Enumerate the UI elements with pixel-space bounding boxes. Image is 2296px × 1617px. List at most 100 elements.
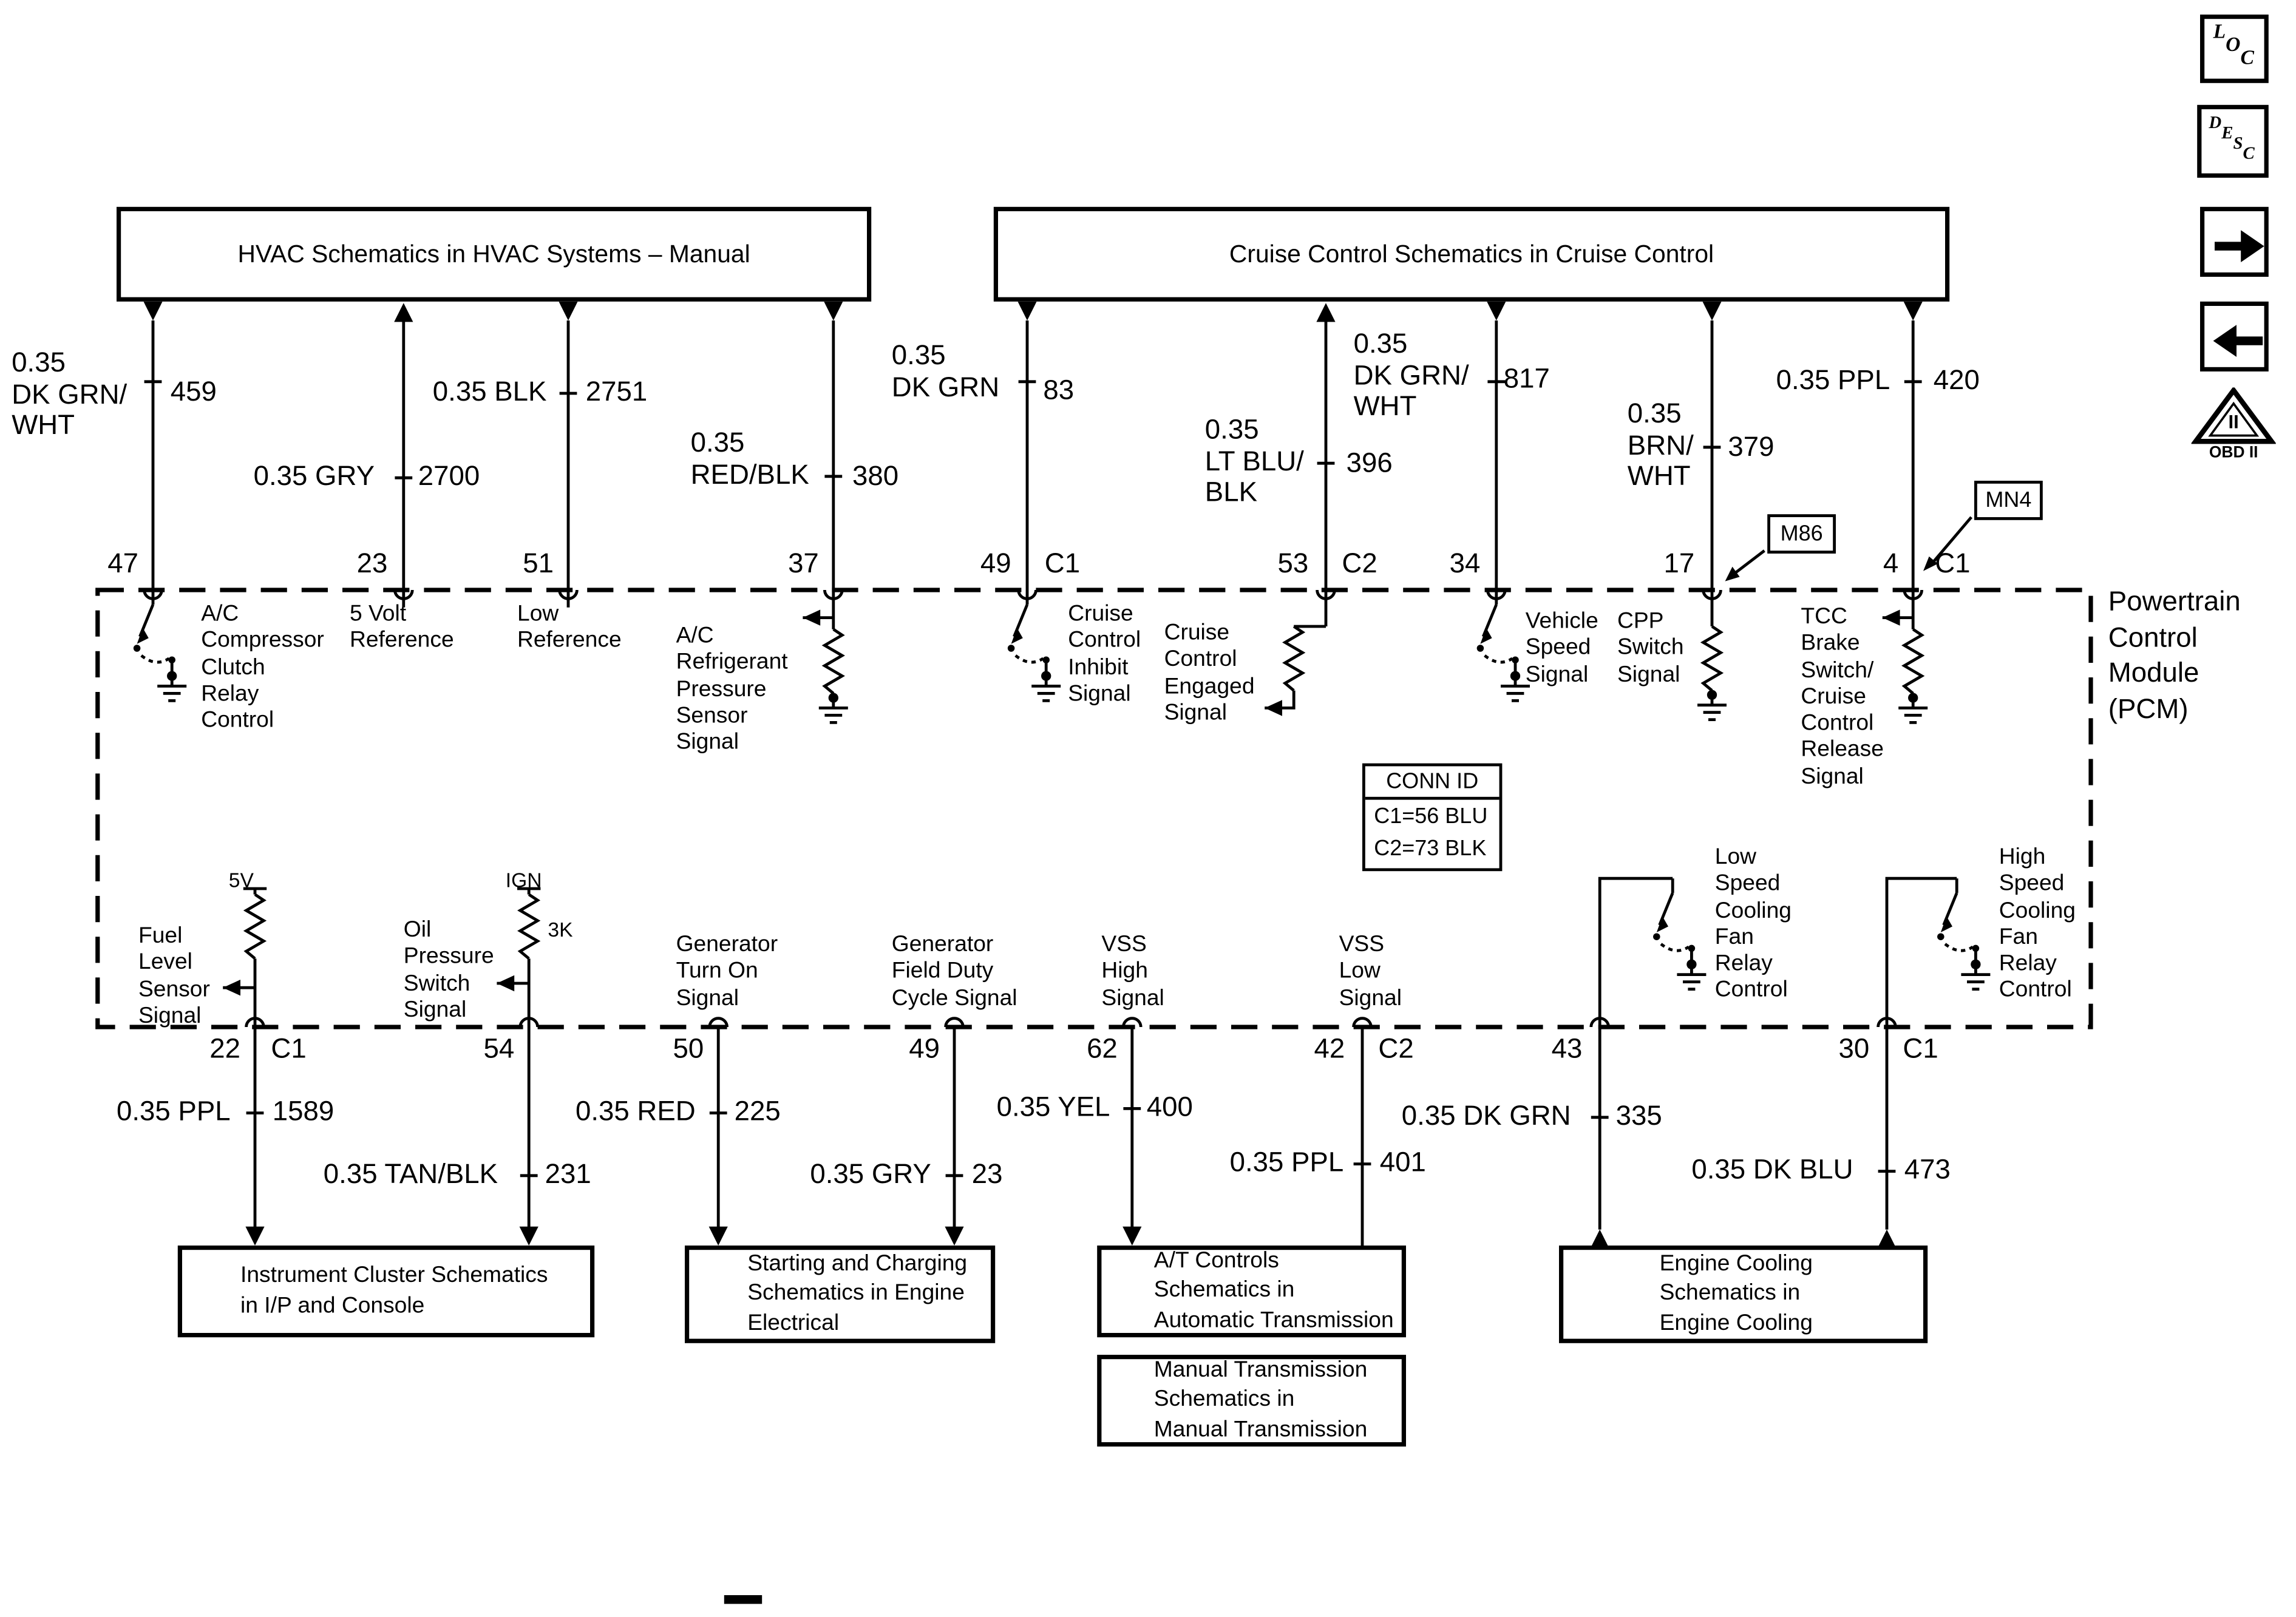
conn-id-c1: C1=56 BLU — [1374, 804, 1488, 829]
circuit-number: 83 — [1043, 376, 1075, 407]
circuit-number: 380 — [852, 461, 899, 493]
wire-color-label: 0.35 DK GRN — [891, 341, 1000, 403]
ref-box-starting-charging[interactable]: Starting and Charging Schematics in Engi… — [685, 1246, 996, 1343]
pcm-boundary — [95, 588, 2093, 1029]
supply-ign-label: IGN — [505, 868, 542, 892]
signal-name: Cruise Control Inhibit Signal — [1068, 602, 1141, 707]
obd-ii-button[interactable]: II OBD II — [2191, 387, 2276, 469]
circuit-number: 2751 — [585, 377, 648, 408]
circuit-number: 817 — [1503, 364, 1550, 395]
pin-number: 34 — [1449, 549, 1481, 580]
mn4-leader-arrow — [1923, 516, 1973, 571]
wire-401-vss-low — [1352, 1017, 1373, 1246]
wire-473-high-fan — [1877, 876, 1990, 1249]
connector-id: C2 — [1378, 1034, 1414, 1065]
circuit-number: 23 — [971, 1159, 1003, 1190]
ref-box-engine-cooling-label: Engine Cooling Schematics in Engine Cool… — [1659, 1252, 1813, 1335]
signal-name: A/C Refrigerant Pressure Sensor Signal — [676, 623, 788, 755]
wire-color-label: 0.35 DK GRN/ WHT — [12, 348, 127, 442]
desc-nav-button[interactable]: DESC — [2197, 104, 2269, 178]
circuit-number: 225 — [734, 1097, 781, 1128]
ref-box-cruise[interactable]: Cruise Control Schematics in Cruise Cont… — [993, 206, 1950, 302]
signal-name: 5 Volt Reference — [350, 602, 454, 653]
circuit-number: 335 — [1615, 1101, 1662, 1132]
signal-name: Vehicle Speed Signal — [1525, 609, 1598, 687]
signal-name: Low Speed Cooling Fan Relay Control — [1714, 845, 1792, 1003]
signal-name: Cruise Control Engaged Signal — [1164, 620, 1255, 725]
pin-number: 50 — [673, 1034, 704, 1065]
wire-420-tcc — [1883, 302, 1927, 723]
signal-name: A/C Compressor Clutch Relay Control — [201, 602, 324, 733]
conn-id-title: CONN ID — [1365, 766, 1500, 800]
pin-number: 47 — [107, 549, 139, 580]
wire-83-cruise-inhibit — [1008, 302, 1061, 701]
pin-number: 23 — [356, 549, 388, 580]
wire-color-label: 0.35 TAN/BLK — [323, 1159, 498, 1190]
signal-name: CPP Switch Signal — [1617, 609, 1684, 687]
ref-box-at-controls-label: A/T Controls Schematics in Automatic Tra… — [1153, 1249, 1394, 1332]
wire-379-cpp — [1697, 302, 1727, 720]
circuit-number: 401 — [1379, 1148, 1426, 1179]
wire-color-label: 0.35 DK BLU — [1691, 1155, 1853, 1186]
signal-name: Fuel Level Sensor Signal — [138, 923, 210, 1029]
circuit-number: 231 — [545, 1159, 591, 1190]
wire-color-label: 0.35 PPL — [1229, 1148, 1344, 1179]
previous-page-button[interactable] — [2200, 301, 2269, 371]
wire-color-label: 0.35 YEL — [996, 1093, 1110, 1124]
desc-icon: DESC — [2209, 112, 2255, 163]
ref-box-instrument-cluster[interactable]: Instrument Cluster Schematics in I/P and… — [177, 1246, 595, 1338]
connector-id: C1 — [271, 1034, 307, 1065]
ref-box-instrument-cluster-label: Instrument Cluster Schematics in I/P and… — [240, 1263, 548, 1318]
pin-number: 30 — [1838, 1034, 1870, 1065]
wire-color-label: 0.35 PPL — [1776, 365, 1890, 396]
ref-box-engine-cooling[interactable]: Engine Cooling Schematics in Engine Cool… — [1559, 1246, 1928, 1343]
resistor-3k-label: 3K — [548, 918, 573, 941]
left-arrow-icon — [2213, 325, 2263, 357]
wire-400-vss-high — [1123, 1017, 1141, 1246]
ref-box-at-controls[interactable]: A/T Controls Schematics in Automatic Tra… — [1097, 1246, 1406, 1338]
circuit-number: 459 — [170, 377, 217, 408]
obd-mark: II — [2228, 410, 2239, 433]
ref-box-cruise-label: Cruise Control Schematics in Cruise Cont… — [1229, 239, 1714, 268]
wire-2700-5v-ref — [394, 303, 413, 608]
pin-number: 49 — [909, 1034, 940, 1065]
pcm-label: Powertrain Control Module (PCM) — [2108, 587, 2241, 726]
conn-id-table: CONN ID C1=56 BLU C2=73 BLK — [1362, 763, 1503, 870]
connector-tag-m86: M86 — [1767, 514, 1836, 554]
loc-icon: LOC — [2213, 22, 2254, 70]
conn-id-c2: C2=73 BLK — [1374, 836, 1487, 861]
wire-color-label: 0.35 DK GRN/ WHT — [1353, 329, 1469, 423]
signal-name: Low Reference — [517, 602, 622, 653]
circuit-number: 396 — [1346, 449, 1393, 480]
wire-color-label: 0.35 RED — [576, 1097, 696, 1128]
circuit-number: 400 — [1146, 1093, 1193, 1124]
wire-335-low-fan — [1591, 876, 1707, 1249]
signal-name: VSS Low Signal — [1339, 932, 1402, 1011]
ref-box-hvac[interactable]: HVAC Schematics in HVAC Systems – Manual — [117, 206, 872, 302]
ref-box-manual-transmission[interactable]: Manual Transmission Schematics in Manual… — [1097, 1355, 1406, 1447]
pin-number: 22 — [209, 1034, 241, 1065]
next-page-button[interactable] — [2200, 206, 2269, 277]
supply-5v-label: 5V — [228, 868, 254, 892]
signal-name: TCC Brake Switch/ Cruise Control Release… — [1801, 605, 1884, 790]
circuit-number: 473 — [1904, 1155, 1951, 1186]
connector-id: C1 — [1903, 1034, 1938, 1065]
circuit-number: 1589 — [272, 1097, 335, 1128]
pin-number: 4 — [1883, 549, 1899, 580]
wire-380-ac-pressure — [803, 302, 847, 723]
wire-225-gen-turn-on — [709, 1017, 728, 1246]
wire-color-label: 0.35 GRY — [253, 461, 375, 493]
signal-name: Oil Pressure Switch Signal — [403, 918, 494, 1023]
pin-number: 17 — [1663, 549, 1695, 580]
connector-id: C1 — [1044, 549, 1081, 580]
connector-tag-mn4: MN4 — [1974, 481, 2043, 520]
connector-id: C2 — [1342, 549, 1377, 580]
pin-number: 37 — [788, 549, 819, 580]
pin-number: 42 — [1314, 1034, 1345, 1065]
wire-459-ac-clutch — [134, 302, 186, 701]
signal-name: VSS High Signal — [1101, 932, 1164, 1011]
loc-nav-button[interactable]: LOC — [2200, 15, 2269, 83]
